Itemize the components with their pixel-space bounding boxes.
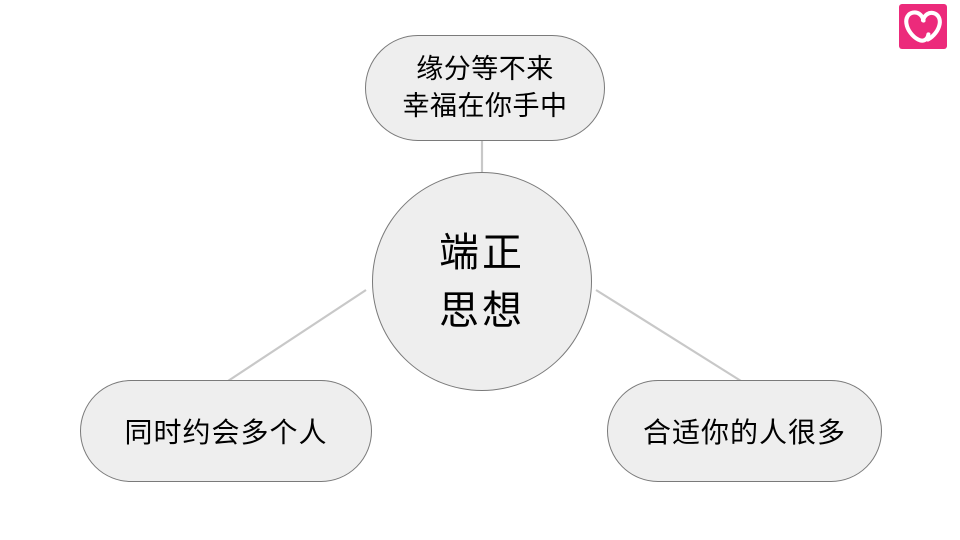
mindmap-node-center-label: 端正 思想 [439, 229, 525, 334]
mindmap-node-top-label: 缘分等不来 幸福在你手中 [402, 53, 568, 122]
mindmap-node-bottom-right-label: 合适你的人很多 [642, 416, 846, 449]
double-heart-loop-icon [899, 4, 947, 49]
mindmap-node-top[interactable]: 缘分等不来 幸福在你手中 [365, 35, 605, 141]
mindmap-node-bottom-left[interactable]: 同时约会多个人 [80, 380, 372, 482]
mindmap-node-bottom-left-label: 同时约会多个人 [124, 416, 328, 449]
connector-center-to-bottom-left [227, 289, 367, 382]
mindmap-node-center[interactable]: 端正 思想 [372, 172, 592, 391]
logo-mark [904, 10, 942, 43]
connector-center-to-bottom-right [595, 289, 742, 382]
mindmap-node-bottom-right[interactable]: 合适你的人很多 [607, 380, 882, 482]
brand-logo [899, 4, 947, 49]
